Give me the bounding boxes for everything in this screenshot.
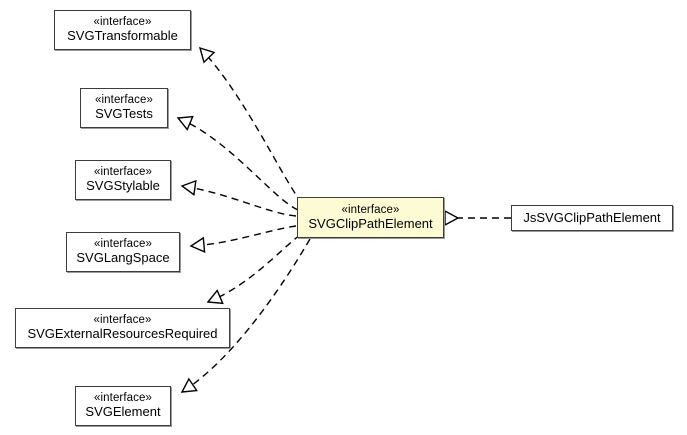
node-stereotype: «interface» xyxy=(94,392,152,405)
uml-node-svg-external-resources-required[interactable]: «interface»SVGExternalResourcesRequired xyxy=(15,308,230,348)
node-title: SVGClipPathElement xyxy=(308,215,433,231)
hollow-triangle-arrowhead-icon xyxy=(189,236,206,253)
uml-node-svg-element[interactable]: «interface»SVGElement xyxy=(75,386,171,426)
node-title: SVGExternalResourcesRequired xyxy=(27,326,218,342)
uml-node-svg-lang-space[interactable]: «interface»SVGLangSpace xyxy=(66,232,180,272)
hollow-triangle-arrowhead-icon xyxy=(444,209,460,227)
uml-edge-edge-stylable xyxy=(180,179,297,217)
edge-line xyxy=(177,117,299,211)
hollow-triangle-arrowhead-icon xyxy=(180,377,198,393)
node-title: SVGLangSpace xyxy=(76,250,170,266)
uml-edge-edge-external-resources xyxy=(206,234,301,305)
uml-edge-edge-tests xyxy=(176,115,299,211)
node-title: JsSVGClipPathElement xyxy=(523,209,661,225)
hollow-triangle-arrowhead-icon xyxy=(180,179,197,196)
hollow-triangle-arrowhead-icon xyxy=(176,115,194,131)
node-stereotype: «interface» xyxy=(93,16,152,29)
uml-edge-edge-js-impl xyxy=(444,209,511,227)
node-stereotype: «interface» xyxy=(94,238,152,251)
edge-line xyxy=(190,225,297,247)
uml-node-js-svg-clip-path-element[interactable]: JsSVGClipPathElement xyxy=(511,205,673,231)
node-stereotype: «interface» xyxy=(94,166,152,179)
hollow-triangle-arrowhead-icon xyxy=(198,46,216,64)
uml-node-svg-transformable[interactable]: «interface»SVGTransformable xyxy=(54,10,191,50)
edge-line xyxy=(207,234,301,303)
node-title: SVGStylable xyxy=(86,178,160,194)
node-stereotype: «interface» xyxy=(95,94,153,107)
node-stereotype: «interface» xyxy=(341,203,400,216)
node-title: SVGElement xyxy=(85,404,161,420)
uml-node-svg-tests[interactable]: «interface»SVGTests xyxy=(80,88,168,128)
hollow-triangle-arrowhead-icon xyxy=(206,289,224,305)
uml-node-svg-clip-path-element[interactable]: «interface»SVGClipPathElement xyxy=(297,197,444,238)
edge-line xyxy=(199,47,303,204)
uml-edge-edge-transformable xyxy=(198,46,303,204)
node-title: SVGTransformable xyxy=(67,28,178,44)
node-title: SVGTests xyxy=(95,106,153,122)
uml-edge-edge-lang-space xyxy=(189,225,297,253)
edge-line xyxy=(181,185,297,217)
node-stereotype: «interface» xyxy=(93,314,152,327)
uml-node-svg-stylable[interactable]: «interface»SVGStylable xyxy=(75,160,171,200)
